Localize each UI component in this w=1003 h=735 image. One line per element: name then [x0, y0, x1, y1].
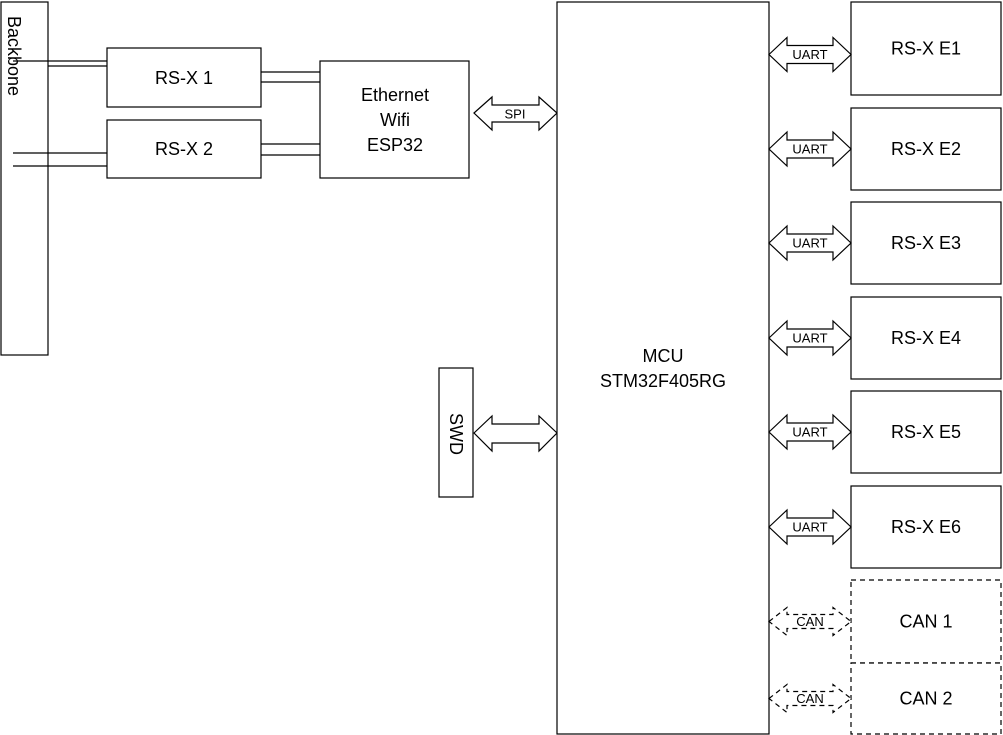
backbone-wires [13, 60, 107, 167]
esp32-line-1: Ethernet [361, 85, 429, 105]
spi-label: SPI [505, 107, 526, 122]
port-rs-x-e6: RS-X E6 UART [768, 485, 1002, 569]
mcu-line-1: MCU [643, 346, 684, 366]
uart-arrow [768, 224, 852, 262]
swd-arrow [473, 414, 558, 453]
port-box [850, 662, 1002, 735]
port-label: RS-X E2 [891, 139, 961, 159]
can-label: CAN [796, 691, 823, 706]
uart-arrow [768, 130, 852, 168]
port-box [850, 390, 1002, 474]
uart-label: UART [792, 142, 827, 157]
mcu-line-2: STM32F405RG [600, 371, 726, 391]
port-label: CAN 1 [899, 612, 952, 632]
port-box [850, 485, 1002, 569]
port-rs-x-e4: RS-X E4 UART [768, 296, 1002, 380]
swd-block: SWD [438, 367, 474, 498]
port-label: RS-X E6 [891, 517, 961, 537]
rs-x-2-label: RS-X 2 [155, 139, 213, 159]
swd-label: SWD [446, 413, 466, 455]
uart-arrow [768, 36, 852, 73]
port-box [850, 579, 1002, 664]
uart-label: UART [792, 425, 827, 440]
uart-label: UART [792, 47, 827, 62]
uart-arrow [768, 413, 852, 451]
port-box [850, 296, 1002, 380]
port-rs-x-e5: RS-X E5 UART [768, 390, 1002, 474]
port-rs-x-e3: RS-X E3 UART [768, 201, 1002, 285]
port-label: RS-X E1 [891, 39, 961, 59]
rs-x-1-label: RS-X 1 [155, 68, 213, 88]
can-arrow [768, 683, 852, 714]
uart-arrow [768, 319, 852, 357]
port-rs-x-e2: RS-X E2 UART [768, 107, 1002, 191]
port-label: RS-X E5 [891, 422, 961, 442]
rs-x-1-block: RS-X 1 [106, 47, 262, 108]
uart-label: UART [792, 236, 827, 251]
port-rs-x-e1: RS-X E1 UART [768, 1, 1002, 96]
spi-arrow: SPI [473, 95, 558, 132]
rs-x-esp-wires [261, 71, 320, 156]
can-arrow [768, 606, 852, 637]
rs-x-2-block: RS-X 2 [106, 119, 262, 179]
port-box [850, 107, 1002, 191]
esp32-line-3: ESP32 [367, 135, 423, 155]
mcu-block: MCU STM32F405RG [556, 1, 770, 735]
port-can-2: CAN 2 CAN [768, 662, 1002, 735]
port-can-1: CAN 1 CAN [768, 579, 1002, 664]
port-label: CAN 2 [899, 689, 952, 709]
esp32-line-2: Wifi [380, 110, 410, 130]
can-label: CAN [796, 614, 823, 629]
backbone-label: Backbone [4, 16, 24, 96]
port-label: RS-X E4 [891, 328, 961, 348]
uart-label: UART [792, 331, 827, 346]
uart-arrow [768, 508, 852, 546]
backbone-block: Backbone [0, 1, 49, 356]
port-box [850, 1, 1002, 96]
port-label: RS-X E3 [891, 233, 961, 253]
esp32-block: Ethernet Wifi ESP32 [319, 60, 470, 179]
uart-label: UART [792, 520, 827, 535]
